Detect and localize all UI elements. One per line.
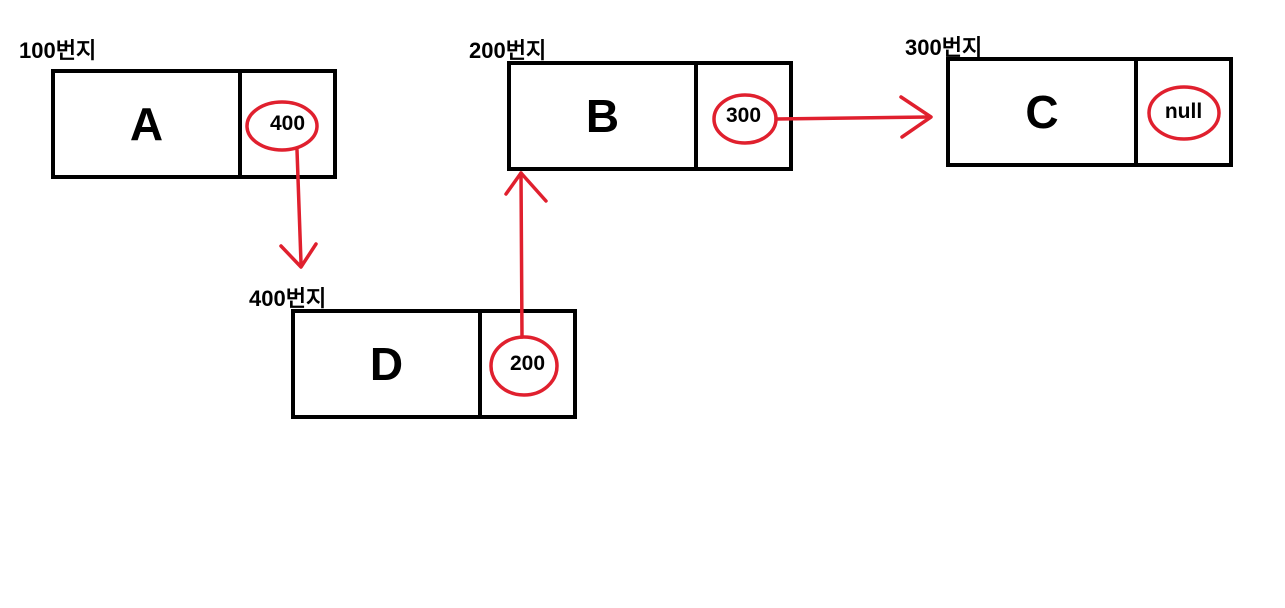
node-a-address-label: 100번지 <box>19 38 97 63</box>
node-b-data: B <box>511 65 698 167</box>
node-c-address-label: 300번지 <box>905 35 983 60</box>
arrow-b-to-c-line <box>774 115 931 121</box>
arrow-b-to-c-head <box>899 95 933 139</box>
arrow-a-to-d-line <box>295 148 303 265</box>
node-d-address-label: 400번지 <box>249 286 327 311</box>
circle-pointer-d <box>489 335 559 397</box>
circle-pointer-a <box>245 100 319 152</box>
node-a-next-pointer: 400 <box>269 112 306 135</box>
arrow-d-to-b-line <box>519 171 524 339</box>
circle-pointer-c <box>1147 85 1221 141</box>
arrow-a-to-d-head <box>279 242 318 269</box>
node-d-data: D <box>295 313 482 415</box>
node-c-next-pointer: null <box>1164 100 1203 123</box>
node-d: D 200 <box>291 309 577 419</box>
node-b: B 300 <box>507 61 793 171</box>
node-b-address-label: 200번지 <box>469 38 547 63</box>
circle-pointer-b <box>712 93 778 145</box>
arrow-d-to-b-head <box>504 171 548 203</box>
node-a-data: A <box>55 73 242 175</box>
node-c: C null <box>946 57 1233 167</box>
node-d-next-pointer: 200 <box>509 352 546 375</box>
node-b-next-pointer: 300 <box>725 104 762 127</box>
node-c-data: C <box>950 61 1138 163</box>
node-a: A 400 <box>51 69 337 179</box>
